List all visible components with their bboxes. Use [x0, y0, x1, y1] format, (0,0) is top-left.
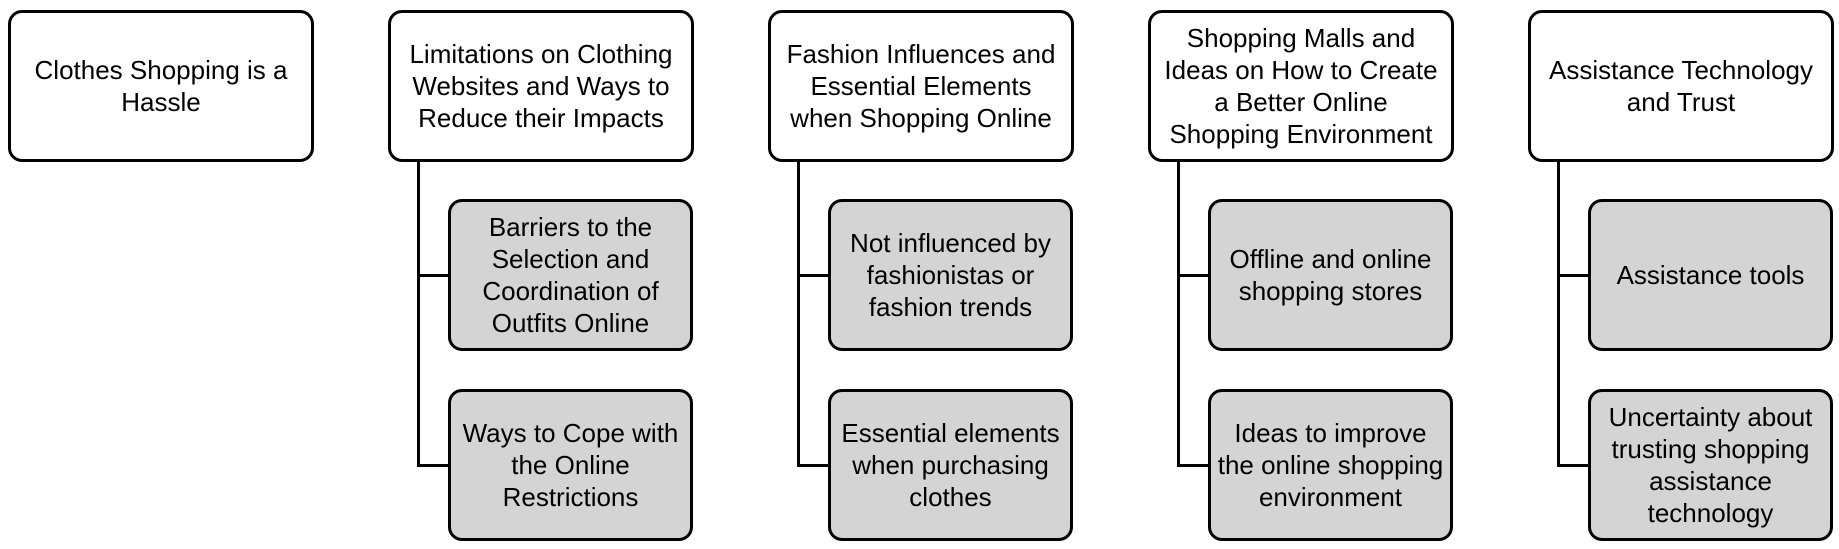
theme-assistance-technology: Assistance Technology and Trust — [1528, 10, 1834, 162]
theme-shopping-malls: Shopping Malls and Ideas on How to Creat… — [1148, 10, 1454, 162]
theme-clothing-website-limitations: Limitations on Clothing Websites and Way… — [388, 10, 694, 162]
connector-horizontal — [417, 464, 448, 467]
theme-fashion-influences: Fashion Influences and Essential Element… — [768, 10, 1074, 162]
subtheme-assistance-tools: Assistance tools — [1588, 199, 1833, 351]
connector-horizontal — [797, 274, 828, 277]
theme-clothes-shopping-hassle: Clothes Shopping is a Hassle — [8, 10, 314, 162]
subtheme-essential-elements: Essential elements when purchasing cloth… — [828, 389, 1073, 541]
connector-vertical — [797, 162, 800, 467]
connector-horizontal — [1177, 464, 1208, 467]
connector-vertical — [1557, 162, 1560, 467]
subtheme-improvement-ideas: Ideas to improve the online shopping env… — [1208, 389, 1453, 541]
connector-horizontal — [1177, 274, 1208, 277]
subtheme-not-influenced: Not influenced by fashionistas or fashio… — [828, 199, 1073, 351]
subtheme-selection-barriers: Barriers to the Selection and Coordinati… — [448, 199, 693, 351]
subtheme-trust-uncertainty: Uncertainty about trusting shopping assi… — [1588, 389, 1833, 541]
connector-horizontal — [1557, 274, 1588, 277]
connector-horizontal — [797, 464, 828, 467]
subtheme-coping-ways: Ways to Cope with the Online Restriction… — [448, 389, 693, 541]
connector-vertical — [1177, 162, 1180, 467]
connector-vertical — [417, 162, 420, 467]
subtheme-offline-online-stores: Offline and online shopping stores — [1208, 199, 1453, 351]
connector-horizontal — [1557, 464, 1588, 467]
connector-horizontal — [417, 274, 448, 277]
